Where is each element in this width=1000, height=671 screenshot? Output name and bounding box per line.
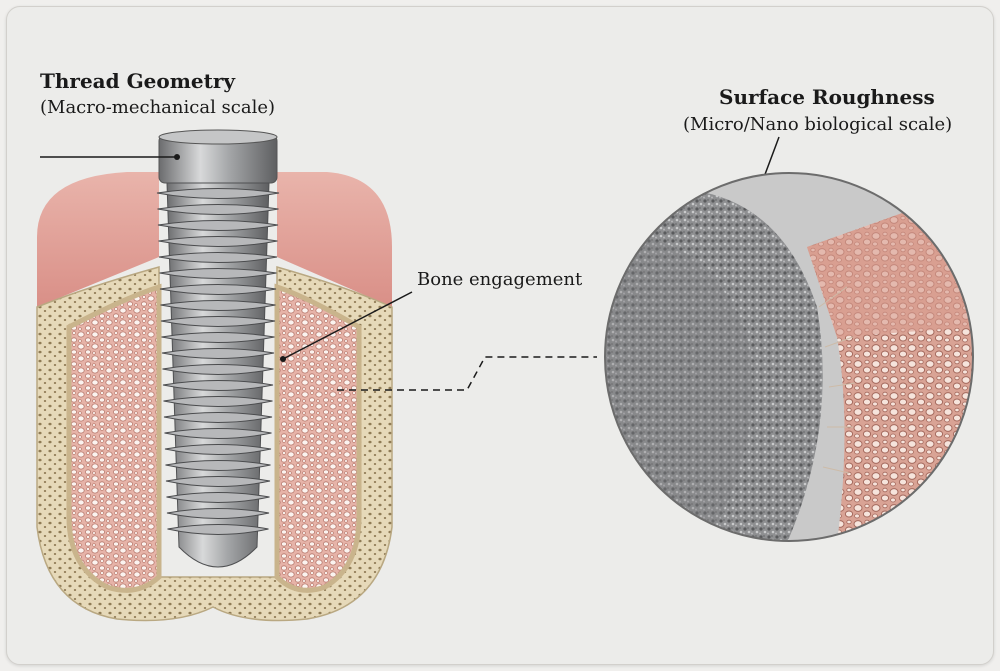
thread-ring: [161, 332, 275, 343]
surface-roughness-subtitle: (Micro/Nano biological scale): [683, 114, 953, 135]
thread-ring: [167, 524, 269, 535]
thread-ring: [158, 252, 278, 263]
thread-ring: [162, 380, 274, 391]
thread-ring: [159, 268, 277, 279]
thread-ring: [166, 508, 270, 519]
diagram-canvas: Thread Geometry (Macro-mechanical scale)…: [6, 6, 994, 665]
thread-ring: [159, 284, 277, 295]
thread-ring: [160, 300, 276, 311]
thread-ring: [163, 412, 273, 423]
implant-illustration: [36, 129, 974, 622]
thread-ring: [157, 220, 279, 231]
bone-engagement-label: Bone engagement: [417, 269, 583, 290]
thread-ring: [162, 364, 274, 375]
thread-ring: [160, 316, 276, 327]
thread-ring: [166, 492, 270, 503]
implant-threads: [156, 188, 280, 535]
thread-ring: [161, 348, 275, 359]
surface-roughness-title: Surface Roughness: [719, 85, 935, 109]
thread-ring: [163, 396, 273, 407]
thread-geometry-subtitle: (Macro-mechanical scale): [40, 97, 276, 118]
thread-ring: [164, 428, 272, 439]
thread-ring: [164, 444, 272, 455]
thread-ring: [157, 204, 279, 215]
thread-ring: [158, 236, 278, 247]
thread-ring: [165, 476, 271, 487]
thread-ring: [156, 188, 280, 199]
thread-ring: [165, 460, 271, 471]
thread-geometry-title: Thread Geometry: [40, 69, 236, 93]
